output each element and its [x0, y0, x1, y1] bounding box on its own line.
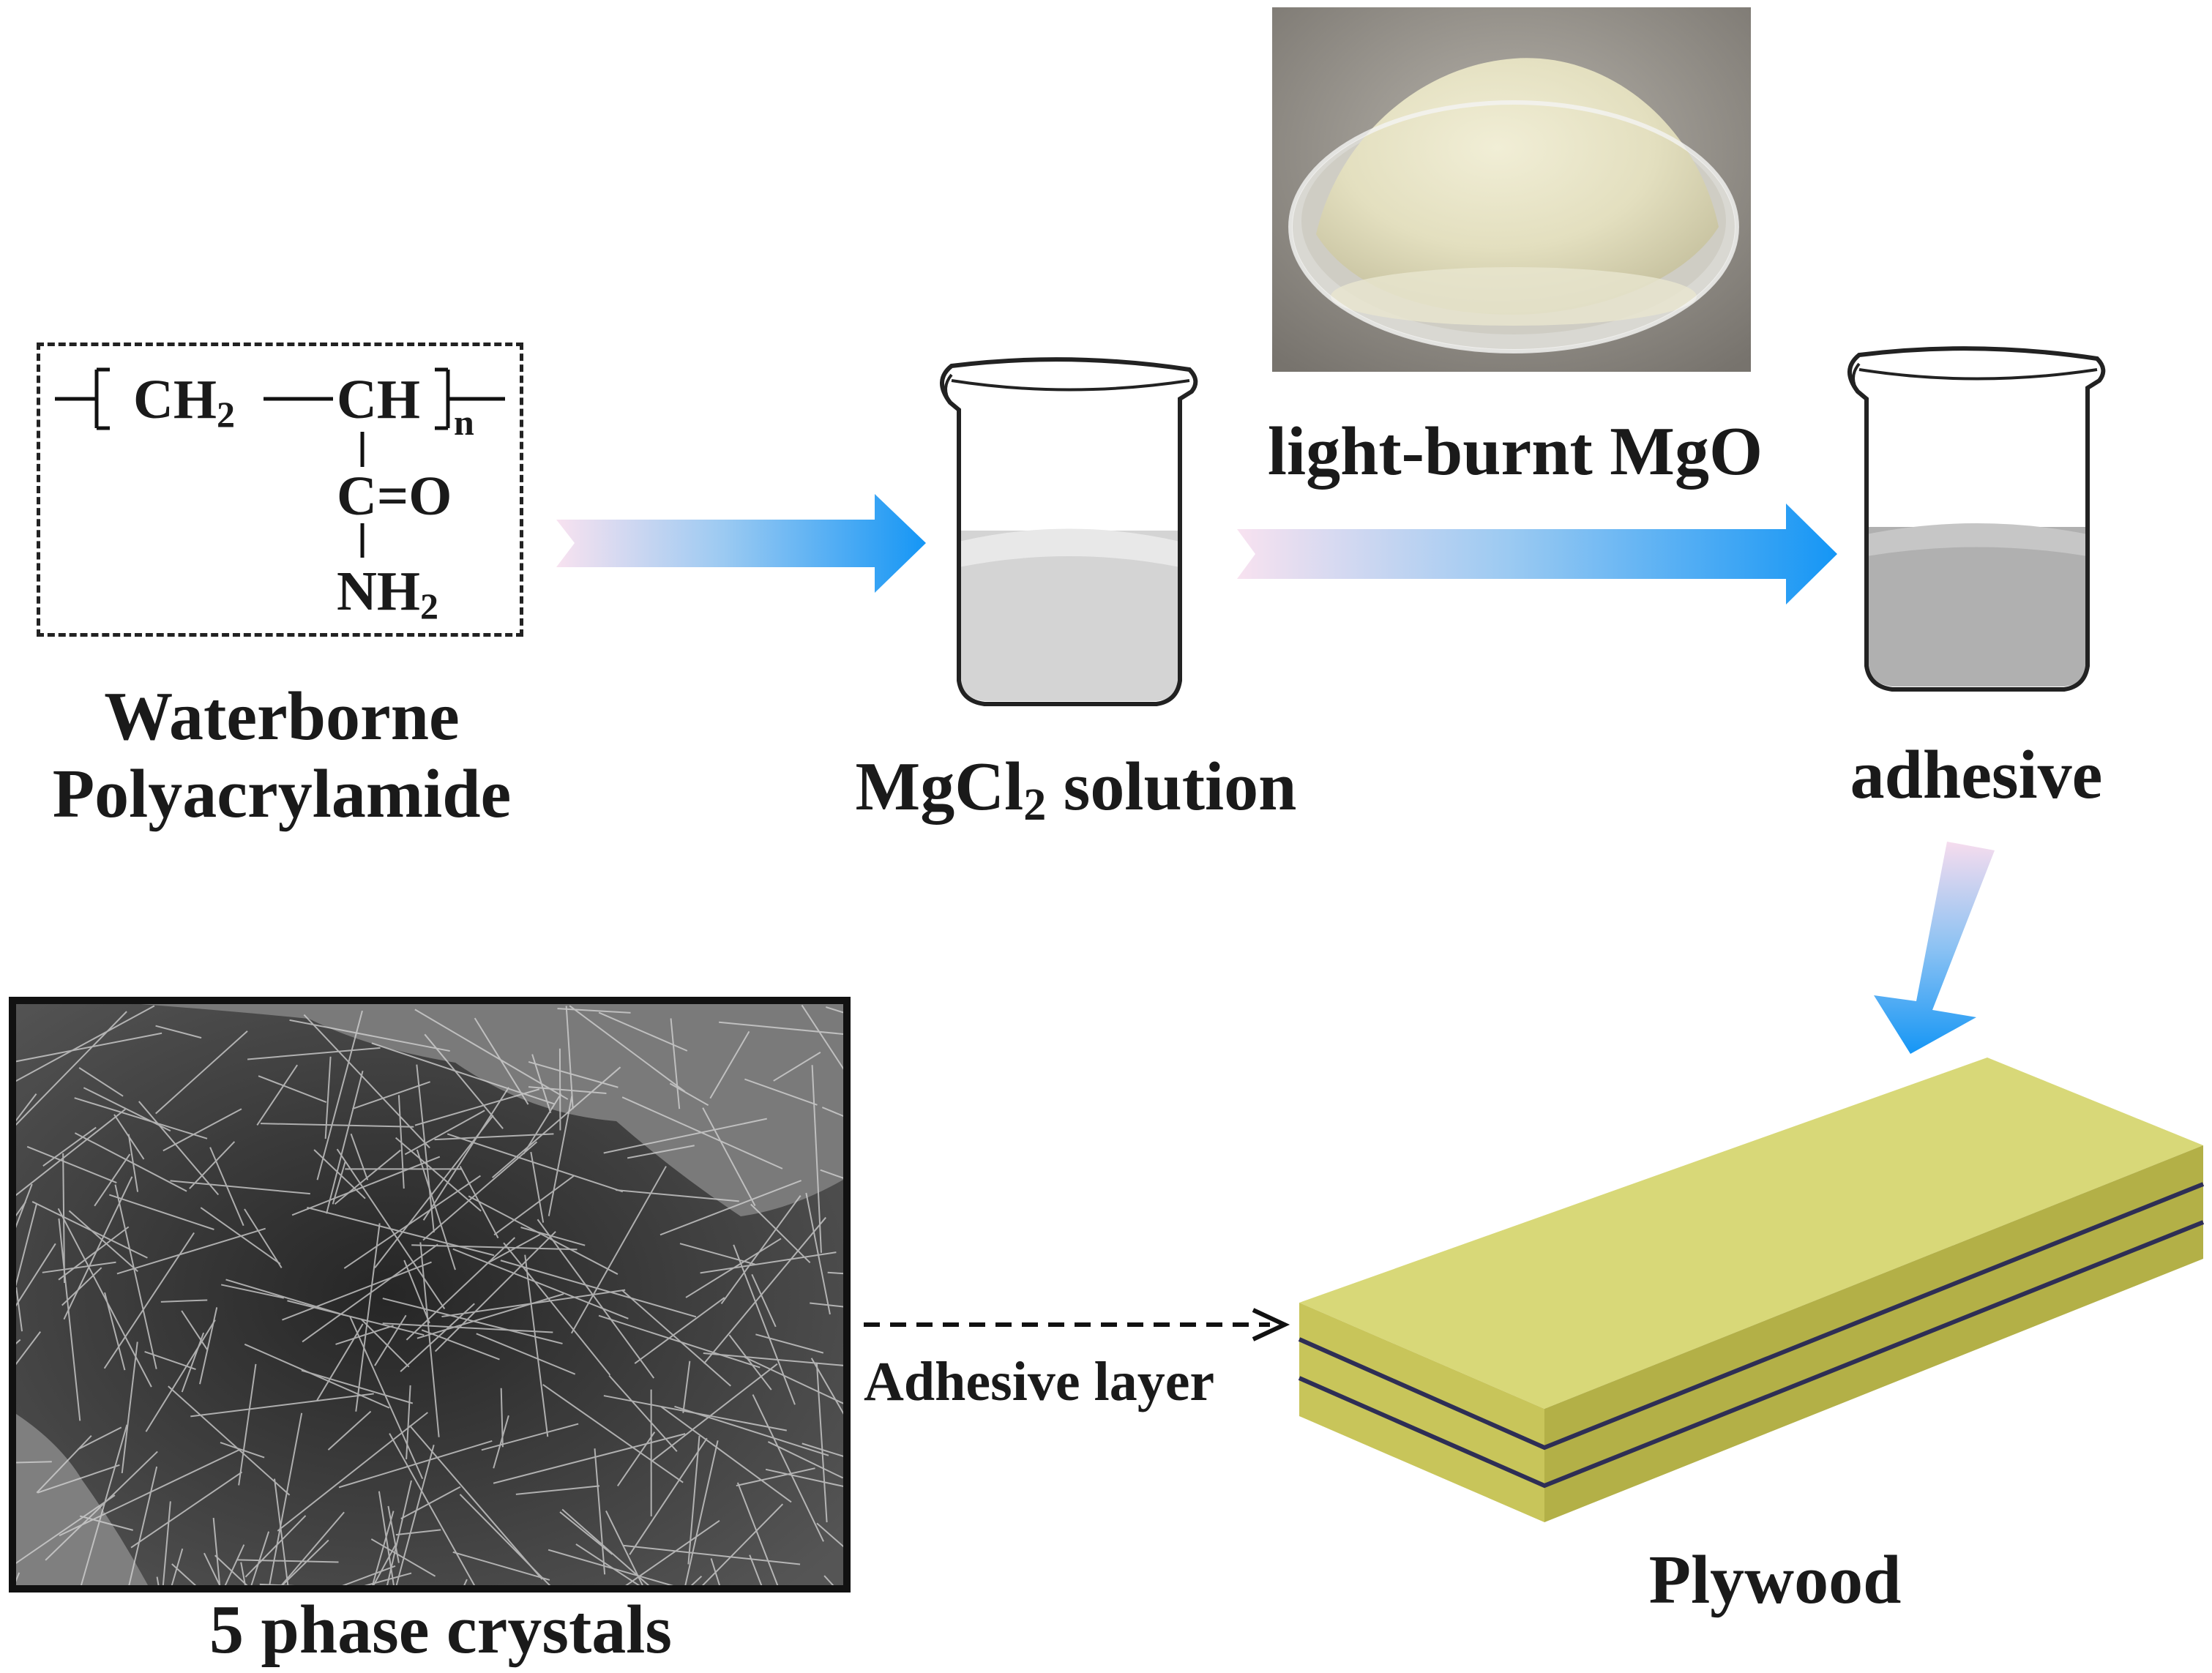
beaker-icon: [1847, 346, 2106, 692]
mgo-label: light-burnt MgO: [1267, 413, 1763, 490]
dashed-arrow-icon: [864, 1308, 1290, 1341]
polymer-label-line2: Polyacrylamide: [52, 756, 512, 832]
petri-dish-icon: [1272, 7, 1751, 372]
needle-crystals-image: [16, 1004, 843, 1585]
adhesive-layer-label: Adhesive layer: [864, 1351, 1215, 1412]
formula-repeat-n: n: [454, 402, 474, 443]
polymer-label-line1: Waterborne: [104, 678, 460, 755]
plywood-icon: [1298, 1058, 2205, 1522]
crystals-label: 5 phase crystals: [209, 1592, 672, 1668]
formula-ch2: CH2: [133, 369, 235, 435]
mgo-powder-photo: [1272, 7, 1751, 372]
formula-amine: NH2: [337, 561, 438, 626]
polyacrylamide-formula-box: [37, 343, 523, 637]
formula-carbonyl: C=O: [337, 465, 452, 527]
gradient-arrow-icon: [1874, 842, 1995, 1054]
adhesive-label: adhesive: [1850, 737, 2103, 813]
formula-ch: CH: [337, 369, 420, 430]
sem-micrograph: [9, 997, 851, 1592]
beaker-icon: [940, 357, 1198, 706]
plywood-label: Plywood: [1648, 1542, 1902, 1618]
gradient-arrow-icon: [556, 494, 926, 593]
gradient-arrow-icon: [1237, 504, 1837, 605]
solution-label: MgCl2 solution: [855, 749, 1297, 830]
